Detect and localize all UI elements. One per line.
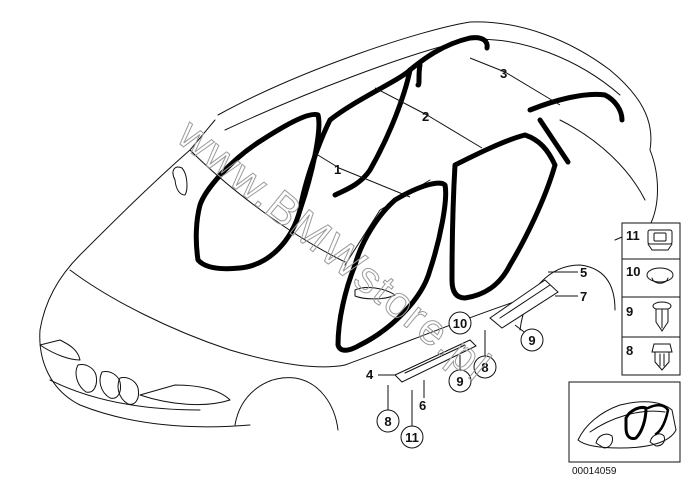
circle-label-11: 11 xyxy=(405,430,419,445)
sill-trim-front xyxy=(394,339,477,383)
circle-11 xyxy=(400,425,424,449)
legend-num-11: 11 xyxy=(626,228,640,243)
car-body-outline xyxy=(39,21,658,431)
seal-roof-front xyxy=(407,35,490,73)
legend-num-10: 10 xyxy=(626,264,640,279)
plug-round-icon xyxy=(646,267,674,284)
circle-9b xyxy=(520,328,544,352)
sill-trim-rear xyxy=(489,279,559,329)
seal-rear-door-opening xyxy=(449,132,558,301)
label-5: 5 xyxy=(580,265,587,280)
circle-label-9b: 9 xyxy=(528,333,535,348)
seal-roof-rear xyxy=(415,62,423,88)
number-labels: 1 2 3 4 5 6 7 xyxy=(334,66,587,413)
legend-num-9: 9 xyxy=(626,304,633,319)
circle-9a xyxy=(448,369,472,393)
clip-nut-icon xyxy=(651,343,673,371)
label-2: 2 xyxy=(422,109,429,124)
legend-num-8: 8 xyxy=(626,343,633,358)
label-3: 3 xyxy=(500,66,507,81)
label-6: 6 xyxy=(419,398,426,413)
clip-square-icon xyxy=(647,229,673,251)
circle-label-8a: 8 xyxy=(384,414,391,429)
parts-legend: 11 10 9 8 xyxy=(621,222,681,376)
circle-label-8b: 8 xyxy=(481,360,488,375)
label-4: 4 xyxy=(366,367,374,382)
seal-front-door-opening xyxy=(335,180,449,353)
circle-label-10: 10 xyxy=(453,316,467,331)
seal-rear-quarter-2 xyxy=(537,117,571,165)
door-seals xyxy=(193,35,625,353)
circled-labels: 8 11 10 9 8 9 xyxy=(376,311,544,449)
seal-rear-quarter xyxy=(527,91,625,123)
sill-trims xyxy=(394,279,559,383)
circle-10 xyxy=(448,311,472,335)
drawing-code: 00014059 xyxy=(572,466,617,477)
circle-8b xyxy=(473,355,497,379)
circle-label-9a: 9 xyxy=(456,374,463,389)
circle-8a xyxy=(376,409,400,433)
expanding-rivet-icon xyxy=(652,301,672,332)
thumbnail-inset xyxy=(568,381,681,463)
label-7: 7 xyxy=(580,289,587,304)
label-1: 1 xyxy=(334,162,341,177)
